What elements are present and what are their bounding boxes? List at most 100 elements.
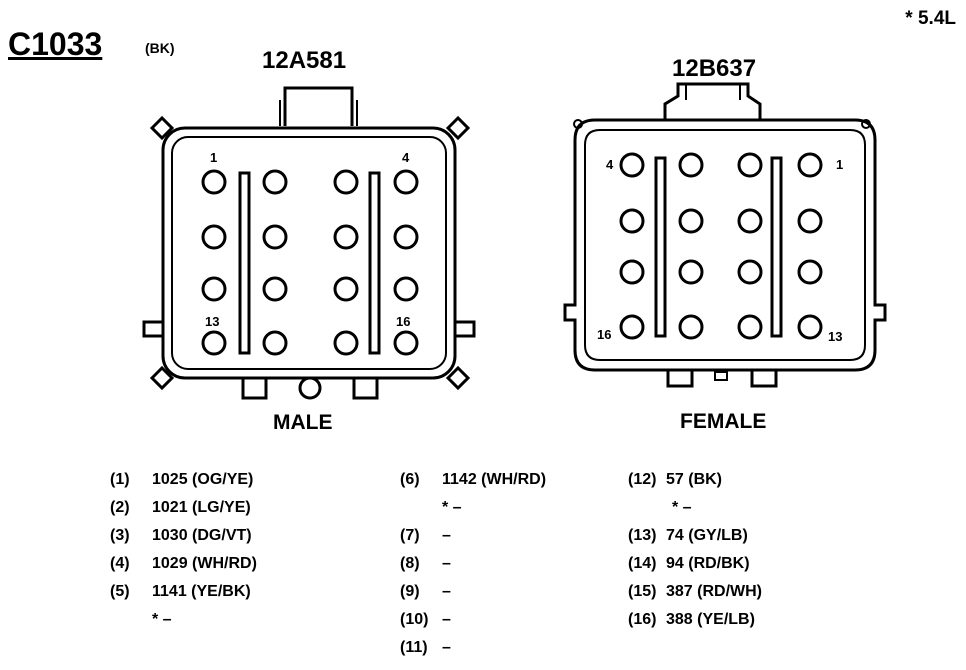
pin-hole (262, 276, 288, 302)
female-outer-body (563, 118, 887, 372)
circuit-value: 57 (BK) (666, 471, 723, 488)
pin-hole (797, 259, 823, 285)
pin-hole (737, 152, 763, 178)
pin-number: (16) (628, 611, 657, 628)
male-pin-label-13: 13 (205, 314, 220, 329)
pin-hole (678, 152, 704, 178)
female-bottom-tab (750, 370, 778, 388)
pin-number: (8) (400, 555, 420, 572)
female-pin-label-16: 16 (597, 327, 612, 342)
pin-hole (678, 259, 704, 285)
pin-number: (15) (628, 583, 657, 600)
male-label: MALE (273, 411, 333, 434)
pin-hole (333, 169, 359, 195)
pin-number: (2) (110, 499, 130, 516)
circuit-value: 1141 (YE/BK) (152, 583, 251, 600)
male-divider (238, 171, 251, 355)
male-side-tab (142, 320, 165, 338)
connector-id: C1033 (8, 26, 103, 62)
circuit-value: 387 (RD/WH) (666, 583, 763, 600)
pin-hole (797, 152, 823, 178)
pin-number: (13) (628, 527, 657, 544)
pin-number: (10) (400, 611, 429, 628)
pin-hole (737, 259, 763, 285)
circuit-value: 1029 (WH/RD) (152, 555, 257, 572)
circuit-value: * – (442, 499, 462, 516)
pin-hole (333, 330, 359, 356)
table-row: (15) 387 (RD/WH) (628, 583, 762, 601)
pin-hole (201, 224, 227, 250)
male-inner-body (171, 136, 447, 370)
pin-number: (7) (400, 527, 420, 544)
pin-hole (619, 208, 645, 234)
table-row: (11)– (400, 639, 451, 657)
pin-number: (11) (400, 639, 428, 656)
male-pin-label-1: 1 (210, 150, 218, 165)
table-row: (10)– (400, 611, 451, 629)
pin-number: (4) (110, 555, 130, 572)
female-inner-body (584, 129, 866, 361)
female-label: FEMALE (680, 410, 767, 433)
circuit-value: – (442, 527, 451, 544)
pin-number: (12) (628, 471, 657, 488)
pin-hole (393, 169, 419, 195)
pin-hole (201, 276, 227, 302)
table-row: (16) 388 (YE/LB) (628, 611, 755, 629)
female-pin-label-13: 13 (828, 329, 843, 344)
pin-hole (201, 330, 227, 356)
table-row: (13) 74 (GY/LB) (628, 527, 748, 545)
male-connector (142, 86, 476, 400)
circuit-value: 1021 (LG/YE) (152, 499, 251, 516)
male-bottom-tab (352, 378, 379, 400)
pin-number: (5) (110, 583, 130, 600)
circuit-value: 1025 (OG/YE) (152, 471, 254, 488)
table-row: (8) – (400, 555, 451, 573)
pin-number: (1) (110, 471, 130, 488)
male-corner-tab (149, 115, 175, 141)
male-corner-tab (445, 365, 471, 391)
circuit-value: 1030 (DG/VT) (152, 527, 252, 544)
circuit-value: * – (152, 611, 172, 628)
table-row: (9) – (400, 583, 451, 601)
circuit-value: * – (672, 499, 692, 516)
pin-hole (393, 224, 419, 250)
pin-hole (262, 169, 288, 195)
circuit-value: 388 (YE/LB) (666, 611, 755, 628)
pin-hole (797, 314, 823, 340)
pin-hole (262, 224, 288, 250)
male-bottom-tab (241, 378, 268, 400)
table-row: (7) – (400, 527, 451, 545)
pin-hole (797, 208, 823, 234)
table-row: (2) 1021 (LG/YE) (110, 499, 251, 517)
table-row: (14)94 (RD/BK) (628, 555, 750, 573)
table-row: (5) 1141 (YE/BK) (110, 583, 251, 601)
pin-hole (737, 314, 763, 340)
pin-hole (619, 152, 645, 178)
male-pins (201, 169, 419, 356)
male-corner-tab (445, 115, 471, 141)
pin-hole (678, 208, 704, 234)
pin-number: (9) (400, 583, 420, 600)
circuit-value: 74 (GY/LB) (666, 527, 748, 544)
pin-number: (6) (400, 471, 420, 488)
circuit-value: – (442, 639, 451, 656)
table-row: (12) 57 (BK) (628, 471, 722, 489)
pin-hole (393, 276, 419, 302)
male-pin-label-4: 4 (402, 150, 410, 165)
circuit-value: 1142 (WH/RD) (442, 471, 547, 488)
pin-hole (333, 224, 359, 250)
circuit-value: – (442, 555, 451, 572)
pin-hole (678, 314, 704, 340)
pin-hole (393, 330, 419, 356)
female-divider (770, 156, 783, 338)
female-pin-label-4: 4 (606, 157, 614, 172)
table-row: (3)1030 (DG/VT) (110, 527, 252, 545)
male-side-tab (453, 320, 476, 338)
circuit-value: – (442, 583, 451, 600)
male-bottom-key (298, 376, 322, 400)
female-pin-label-1: 1 (836, 157, 844, 172)
pin-hole (262, 330, 288, 356)
pin-hole (333, 276, 359, 302)
female-part-number: 12B637 (672, 55, 757, 82)
